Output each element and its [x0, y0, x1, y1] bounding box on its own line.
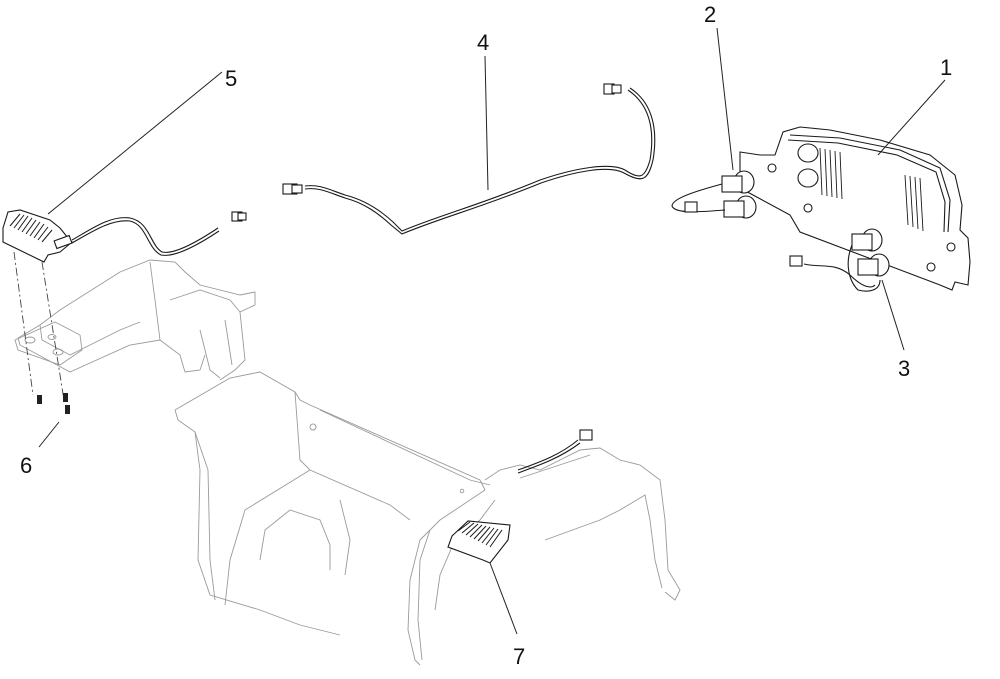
callout-2: 2	[704, 2, 717, 27]
socket-pair-right	[789, 228, 890, 292]
callout-5: 5	[225, 66, 238, 91]
screws	[37, 393, 70, 414]
leader-4	[484, 55, 489, 191]
callout-7: 7	[513, 644, 526, 669]
leader-7	[489, 562, 518, 635]
leader-6	[38, 421, 60, 448]
assembly-line	[41, 261, 65, 401]
leader-3	[881, 279, 905, 351]
callout-4: 4	[477, 30, 490, 55]
leader-lines	[38, 27, 946, 635]
leader-2	[716, 27, 734, 171]
assembly-line	[13, 251, 34, 396]
body-shroud	[14, 259, 681, 666]
wire-harness	[282, 83, 656, 235]
foot-pedal-left	[2, 209, 247, 263]
leader-5	[47, 71, 223, 215]
callout-6: 6	[20, 453, 33, 478]
socket-pair-left	[671, 170, 757, 219]
callout-1: 1	[940, 55, 953, 80]
leader-1	[877, 79, 946, 156]
callout-3: 3	[898, 356, 911, 381]
housing	[739, 126, 971, 291]
foot-pedal-right	[447, 429, 593, 564]
